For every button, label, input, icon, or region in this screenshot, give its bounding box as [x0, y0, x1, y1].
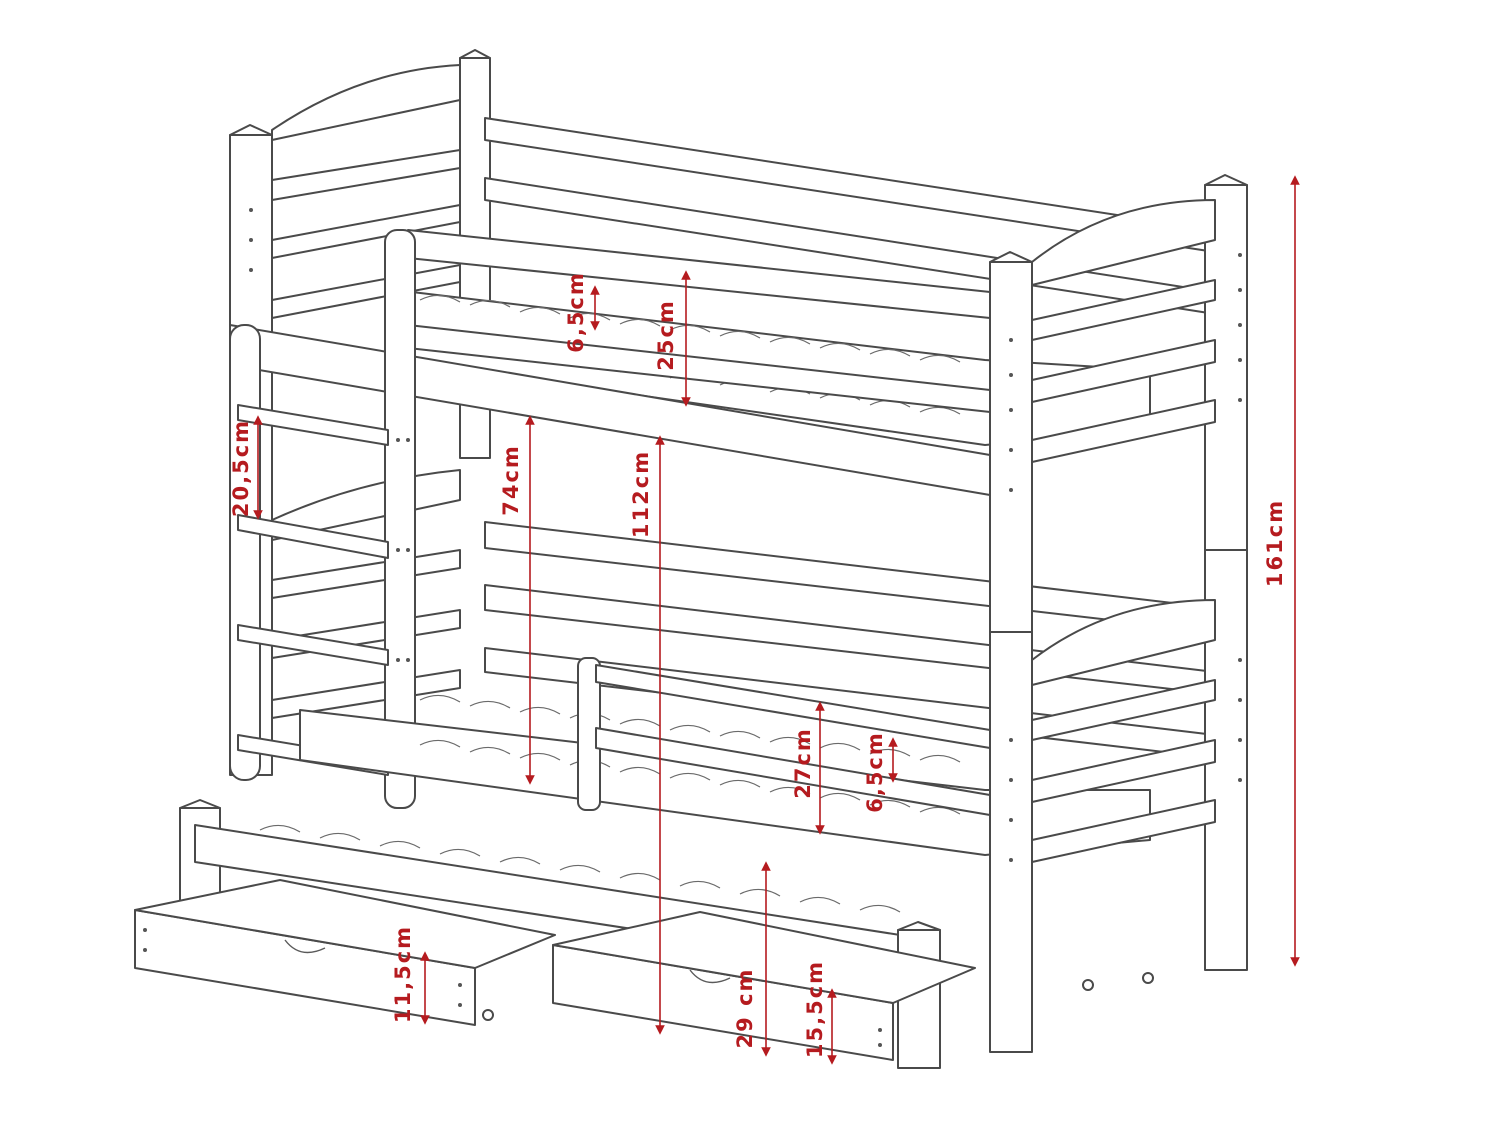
- dim-middle-rail-height-label: 27cm: [791, 727, 815, 799]
- right-headboard: [989, 174, 1248, 1053]
- dim-drawer-height-right: 15,5cm: [803, 960, 837, 1065]
- post-holes: [1009, 253, 1242, 862]
- dim-lower-clearance-label: 74cm: [499, 444, 523, 516]
- dim-top-rail-height: 25cm: [654, 270, 691, 407]
- dim-lower-clearance: 74cm: [499, 415, 535, 785]
- dim-drawer-height-right-label: 15,5cm: [803, 960, 827, 1058]
- dimension-annotations: 161cm 112cm 74cm 25cm 6,5cm 20,5cm 27cm: [229, 175, 1300, 1065]
- top-bed: [229, 229, 1151, 781]
- dim-safety-rail-gap-top: 6,5cm: [564, 271, 600, 353]
- dim-safety-rail-gap-top-label: 6,5cm: [564, 271, 588, 353]
- dim-middle-rail-height: 27cm: [791, 701, 825, 835]
- left-headboard-bottom: [271, 469, 461, 719]
- dim-trundle-height: 29 cm: [733, 861, 771, 1057]
- dim-ladder-step-label: 20,5cm: [229, 419, 253, 517]
- dim-top-bed-height-label: 112cm: [629, 450, 653, 538]
- middle-bed: [299, 657, 1151, 856]
- dim-total-height-label: 161cm: [1263, 499, 1287, 587]
- dim-top-bed-height: 112cm: [629, 435, 665, 1035]
- ladder: [237, 229, 416, 809]
- drawer-left: [134, 879, 556, 1026]
- dim-safety-rail-gap-middle: 6,5cm: [863, 731, 898, 813]
- dim-drawer-height-left: 11,5cm: [391, 925, 430, 1025]
- dim-ladder-step: 20,5cm: [229, 415, 263, 520]
- trundle-slats: [259, 824, 901, 913]
- dim-total-height: 161cm: [1263, 175, 1300, 967]
- dim-top-rail-height-label: 25cm: [654, 299, 678, 371]
- dim-trundle-height-label: 29 cm: [733, 968, 757, 1049]
- dim-safety-rail-gap-middle-label: 6,5cm: [863, 731, 887, 813]
- dim-drawer-height-left-label: 11,5cm: [391, 925, 415, 1023]
